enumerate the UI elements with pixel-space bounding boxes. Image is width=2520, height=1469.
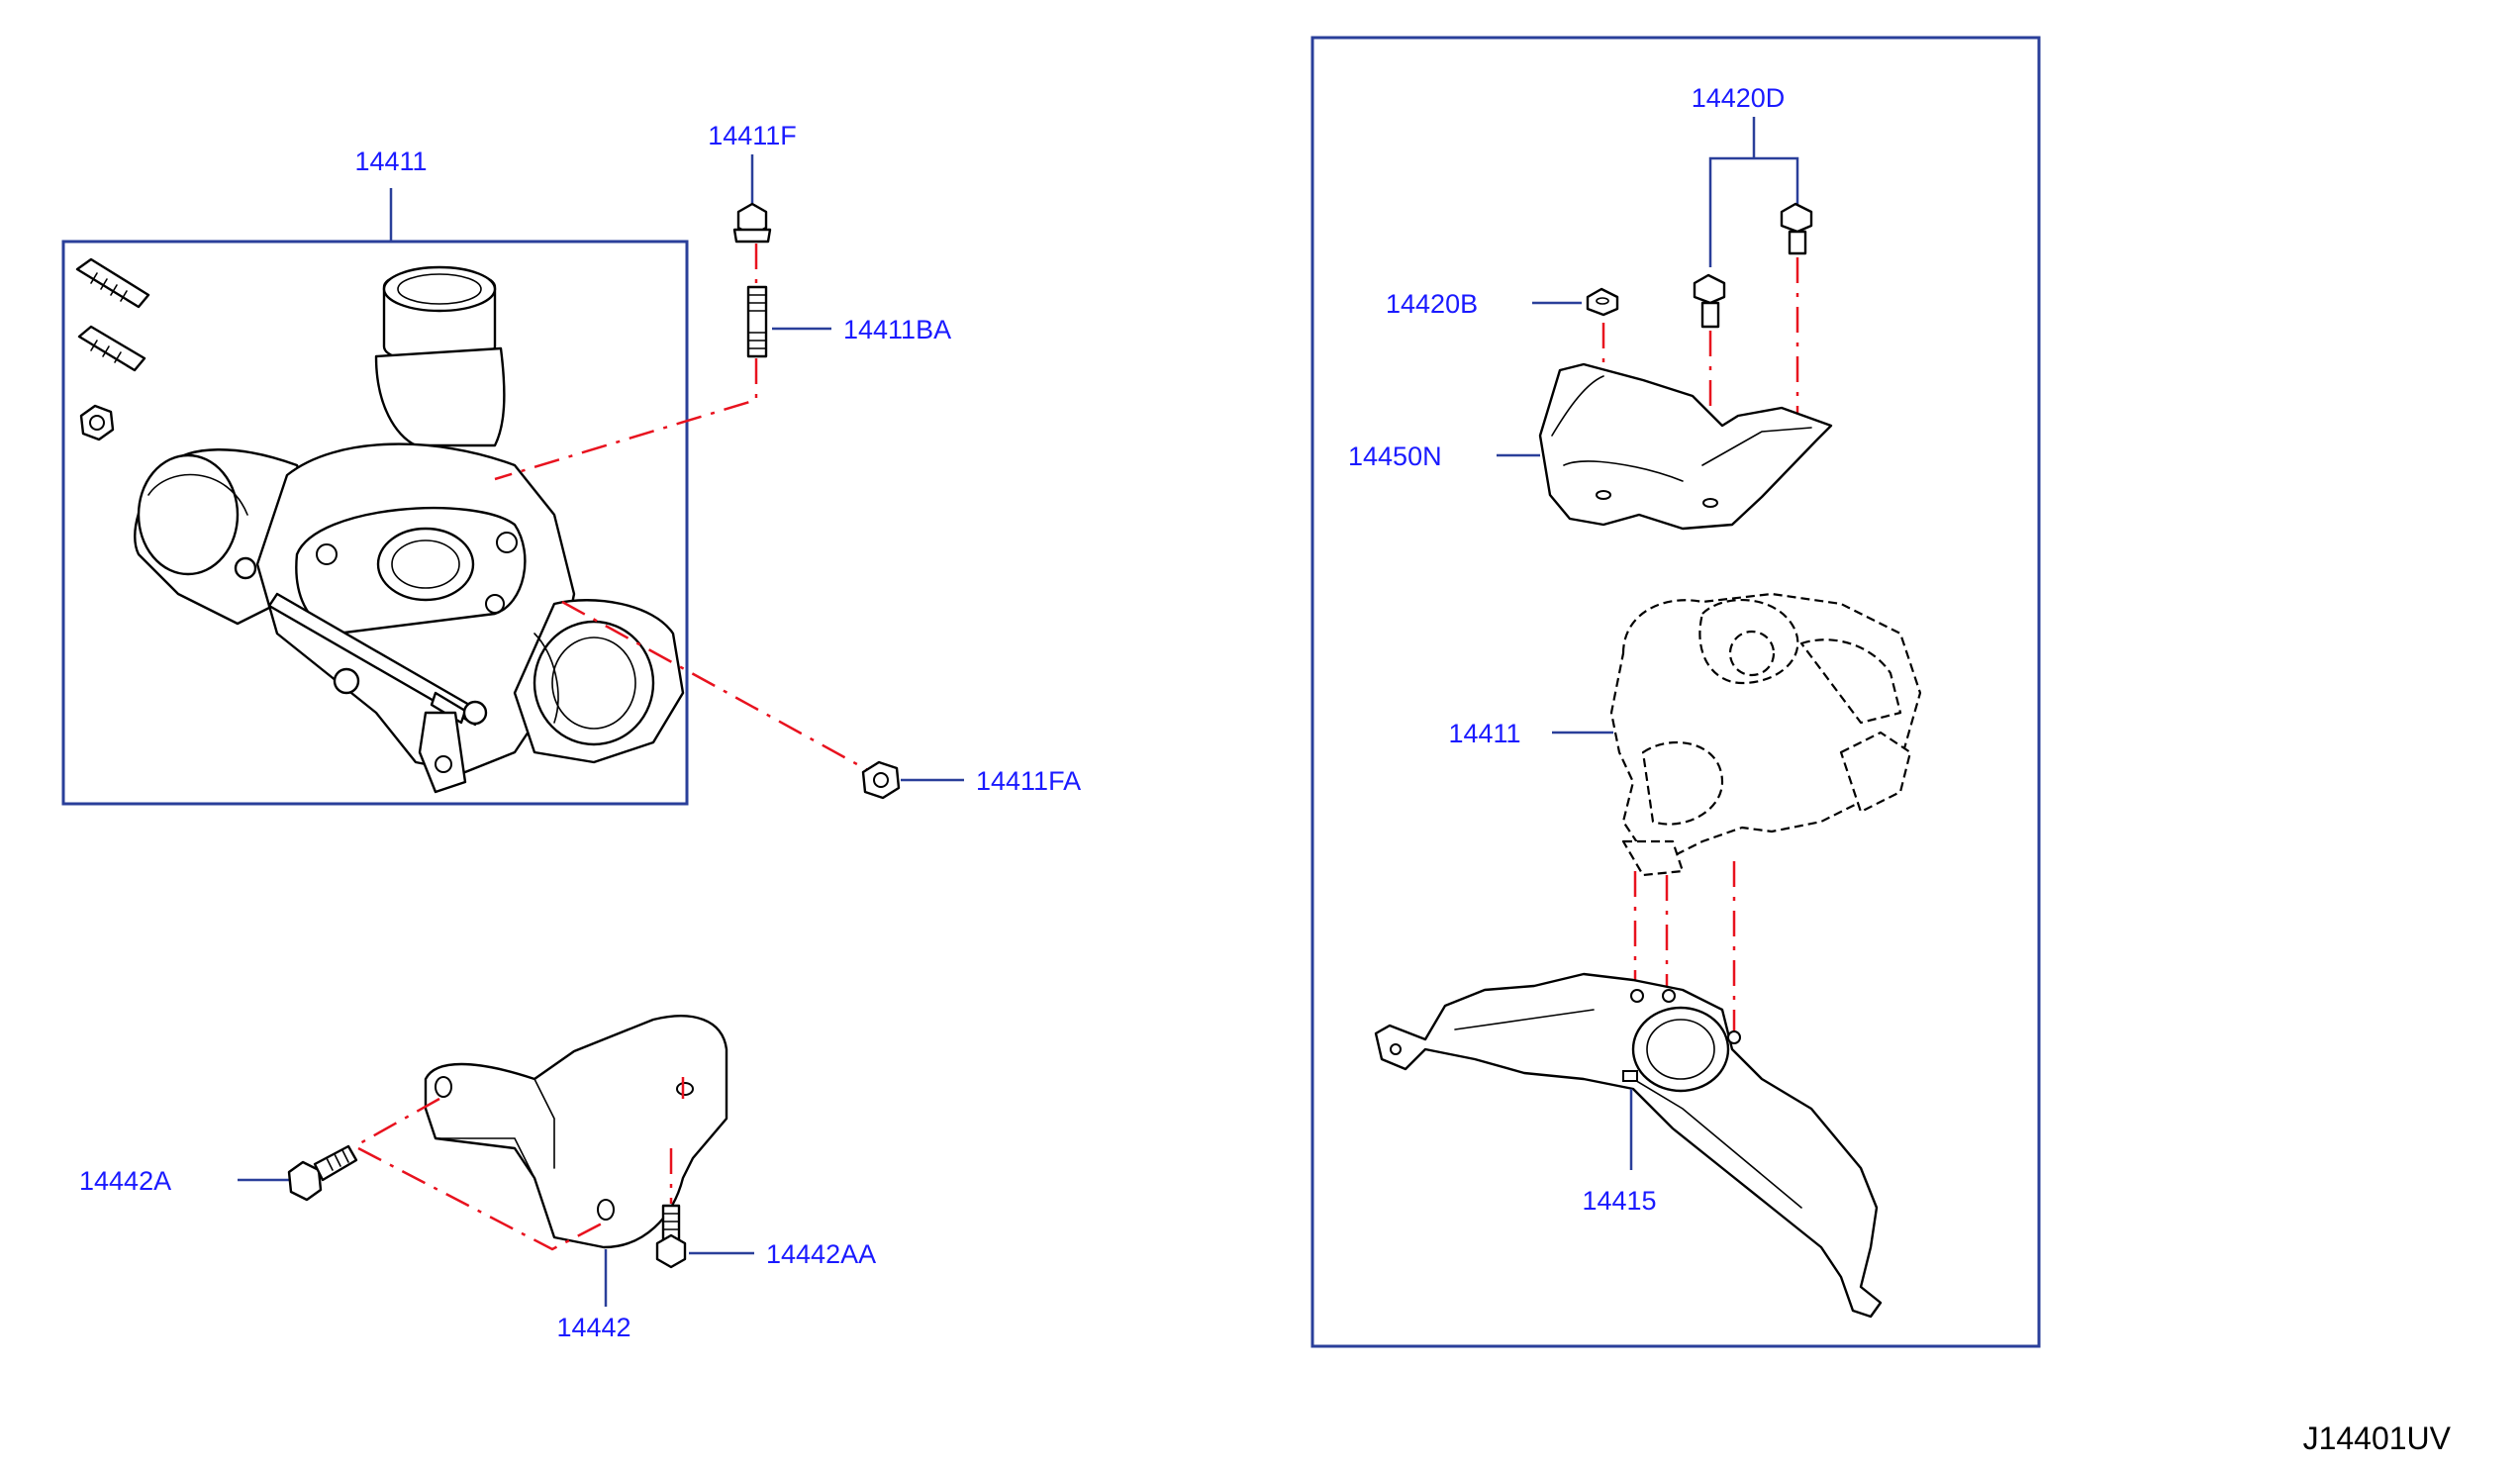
bolt-icon bbox=[1780, 202, 1813, 255]
bracket-dashline-2 bbox=[357, 1146, 603, 1251]
label-14442A[interactable]: 14442A bbox=[79, 1166, 171, 1196]
turbocharger-icon bbox=[134, 265, 685, 794]
flange-nut-icon bbox=[732, 202, 772, 244]
stud-icon bbox=[75, 257, 150, 309]
stud-dashline bbox=[494, 358, 758, 481]
insulator-group-frame bbox=[1310, 36, 2041, 1348]
turbo-assembly-ghost-icon bbox=[1609, 592, 1922, 877]
label-14442[interactable]: 14442 bbox=[556, 1313, 630, 1342]
label-14415[interactable]: 14415 bbox=[1582, 1186, 1656, 1216]
nut-icon bbox=[79, 404, 115, 441]
label-14420B[interactable]: 14420B bbox=[1386, 289, 1478, 319]
nut-outlet-dashline bbox=[561, 600, 876, 776]
bracket-icon bbox=[424, 1015, 728, 1249]
heat-insulator-lower-icon bbox=[1374, 972, 1883, 1319]
bolt-icon bbox=[1693, 273, 1726, 329]
bracket-dashline-1 bbox=[357, 1097, 440, 1146]
label-14411BA[interactable]: 14411BA bbox=[843, 315, 951, 344]
label-14442AA[interactable]: 14442AA bbox=[766, 1239, 876, 1269]
diagram-code: J14401UV bbox=[2303, 1420, 2452, 1456]
heat-insulator-upper-icon bbox=[1538, 362, 1833, 531]
label-14420D[interactable]: 14420D bbox=[1692, 83, 1786, 113]
turbo-group-frame bbox=[61, 240, 689, 806]
flange-nut-icon bbox=[861, 760, 901, 800]
label-14411FA[interactable]: 14411FA bbox=[976, 766, 1081, 796]
label-14411[interactable]: 14411 bbox=[354, 147, 427, 176]
label-14411F[interactable]: 14411F bbox=[708, 121, 797, 150]
bolt-icon bbox=[655, 1204, 687, 1269]
bolts-leader-fork bbox=[1708, 156, 1799, 267]
stud-icon bbox=[77, 325, 146, 372]
label-14411-assembly[interactable]: 14411 bbox=[1448, 719, 1520, 748]
stud-icon bbox=[746, 285, 768, 358]
label-14450N[interactable]: 14450N bbox=[1348, 441, 1442, 471]
nut-icon bbox=[1586, 287, 1619, 317]
bolt-icon bbox=[287, 1144, 358, 1202]
